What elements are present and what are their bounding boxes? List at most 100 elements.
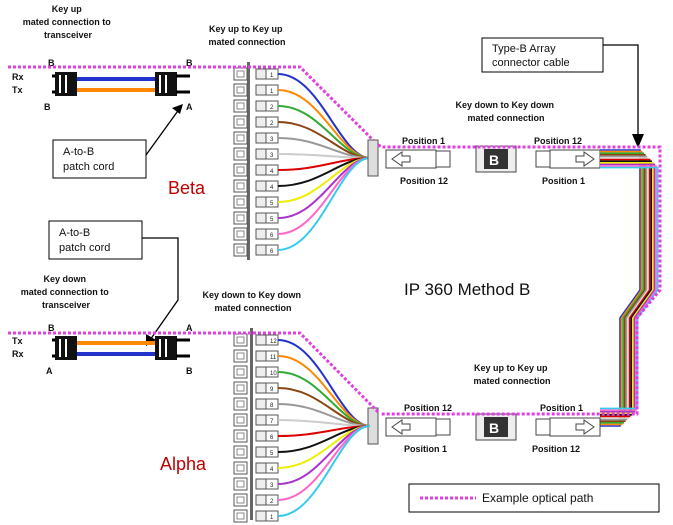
alpha-fiber-label: 12 [270, 339, 277, 345]
array-key-down-label: Key down to Key down mated connection [455, 100, 556, 123]
array-fiber [600, 158, 651, 418]
alpha-adapter: 10 [233, 365, 279, 379]
top-adapter-letter: B [489, 152, 499, 168]
array-fiber [600, 166, 659, 410]
alpha-tx-label: Tx [12, 336, 23, 346]
array-section: Type-B Array connector cable Key down to… [367, 37, 659, 454]
bottom-pos-right: Position 1 [540, 403, 583, 413]
array-fiber [600, 163, 656, 413]
beta-fiber [277, 157, 371, 251]
alpha-optical-path [8, 331, 380, 414]
legend: Example optical path [408, 483, 660, 513]
alpha-key-down-to-key-down-label: Key down to Key down mated connection [202, 290, 303, 313]
top-pos-right-below: Position 1 [542, 176, 585, 186]
bottom-adapter-letter: B [489, 420, 499, 436]
beta-fiber-label: 2 [270, 105, 274, 111]
alpha-callout-line [142, 237, 179, 341]
bottom-mpo-connectors: B [367, 407, 601, 445]
array-fiber-bundle [600, 149, 659, 427]
beta-fiber-label: 1 [270, 73, 274, 79]
alpha-fiber-fanout [277, 339, 371, 517]
beta-callout-arrowhead [172, 104, 183, 114]
alpha-patch-cord [52, 336, 190, 360]
beta-fiber-label: 6 [270, 249, 274, 255]
alpha-fiber-label: 11 [270, 355, 277, 361]
alpha-fiber-label: 7 [270, 419, 274, 425]
beta-fiber [277, 157, 371, 219]
beta-adapter: 6 [233, 243, 279, 257]
beta-fiber-label: 5 [270, 217, 274, 223]
alpha-fiber-label: 9 [270, 387, 274, 393]
beta-fiber-label: 5 [270, 201, 274, 207]
beta-adapter: 3 [233, 131, 279, 145]
legend-text: Example optical path [482, 491, 593, 505]
alpha-fiber-label: 8 [270, 403, 274, 409]
alpha-fiber-label: 3 [270, 483, 274, 489]
beta-optical-path [8, 65, 380, 147]
beta-adapter: 4 [233, 179, 279, 193]
alpha-adapter: 3 [233, 477, 279, 491]
beta-adapter: 2 [233, 99, 279, 113]
beta-adapter: 1 [233, 67, 279, 81]
alpha-fiber-label: 4 [270, 467, 274, 473]
array-optical-path [377, 143, 662, 416]
alpha-section: A-to-B patch cord Key down mated connect… [12, 220, 371, 523]
beta-adapter: 1 [233, 83, 279, 97]
beta-fiber-label: 4 [270, 185, 274, 191]
alpha-fiber-label: 10 [270, 371, 277, 377]
alpha-adapter: 8 [233, 397, 279, 411]
type-b-callout [481, 37, 604, 73]
bottom-pos-left: Position 12 [404, 403, 452, 413]
alpha-fiber-label: 2 [270, 499, 274, 505]
top-pos-left: Position 1 [402, 136, 445, 146]
alpha-adapter: 12 [233, 333, 279, 347]
top-pos-right: Position 12 [534, 136, 582, 146]
diagram-title: IP 360 Method B [404, 280, 530, 299]
alpha-key-down-transceiver-label: Key down mated connection to transceiver [21, 274, 112, 310]
beta-rx-label: Rx [12, 72, 24, 82]
beta-patch-cord-callout [52, 139, 147, 179]
beta-pin-a-bottom: A [186, 102, 193, 112]
beta-tx-label: Tx [12, 85, 23, 95]
alpha-adapter: 11 [233, 349, 279, 363]
alpha-adapter: 1 [233, 509, 279, 523]
beta-pin-b-left: B [48, 58, 55, 68]
alpha-pin-a-left: A [46, 366, 53, 376]
alpha-fiber-label: 1 [270, 515, 274, 521]
array-fiber [600, 157, 649, 419]
beta-key-up-to-key-up-label: Key up to Key up mated connection [208, 24, 285, 47]
beta-fiber [277, 105, 371, 159]
bottom-pos-left-below: Position 1 [404, 444, 447, 454]
beta-section: Key up mated connection to transceiver K… [12, 4, 371, 260]
array-fiber [600, 152, 645, 424]
beta-patch-cord [52, 72, 190, 96]
top-mpo-connectors: B [367, 139, 601, 177]
type-b-arrowhead [632, 134, 644, 148]
top-pos-left-below: Position 12 [400, 176, 448, 186]
array-fiber [600, 150, 643, 426]
alpha-fiber-label: 5 [270, 451, 274, 457]
alpha-adapter: 2 [233, 493, 279, 507]
alpha-panel-bar [250, 328, 253, 520]
beta-key-up-transceiver-label: Key up mated connection to transceiver [23, 4, 114, 40]
beta-patch-cord-label: A-to-B patch cord [63, 146, 114, 173]
alpha-fiber [277, 425, 371, 501]
bottom-pos-right-below: Position 12 [532, 444, 580, 454]
beta-callout-arrow [145, 107, 181, 156]
beta-fiber-label: 2 [270, 121, 274, 127]
beta-fiber-label: 6 [270, 233, 274, 239]
alpha-fiber [277, 371, 371, 427]
array-fiber [600, 155, 648, 421]
beta-name-label: Beta [168, 178, 206, 198]
alpha-fiber [277, 425, 371, 517]
alpha-rx-label: Rx [12, 349, 24, 359]
alpha-fiber-label: 6 [270, 435, 274, 441]
array-fiber [600, 149, 641, 427]
alpha-adapter: 6 [233, 429, 279, 443]
beta-adapter: 5 [233, 195, 279, 209]
beta-adapter: 4 [233, 163, 279, 177]
array-key-up-label: Key up to Key up mated connection [473, 363, 550, 386]
beta-adapter: 5 [233, 211, 279, 225]
